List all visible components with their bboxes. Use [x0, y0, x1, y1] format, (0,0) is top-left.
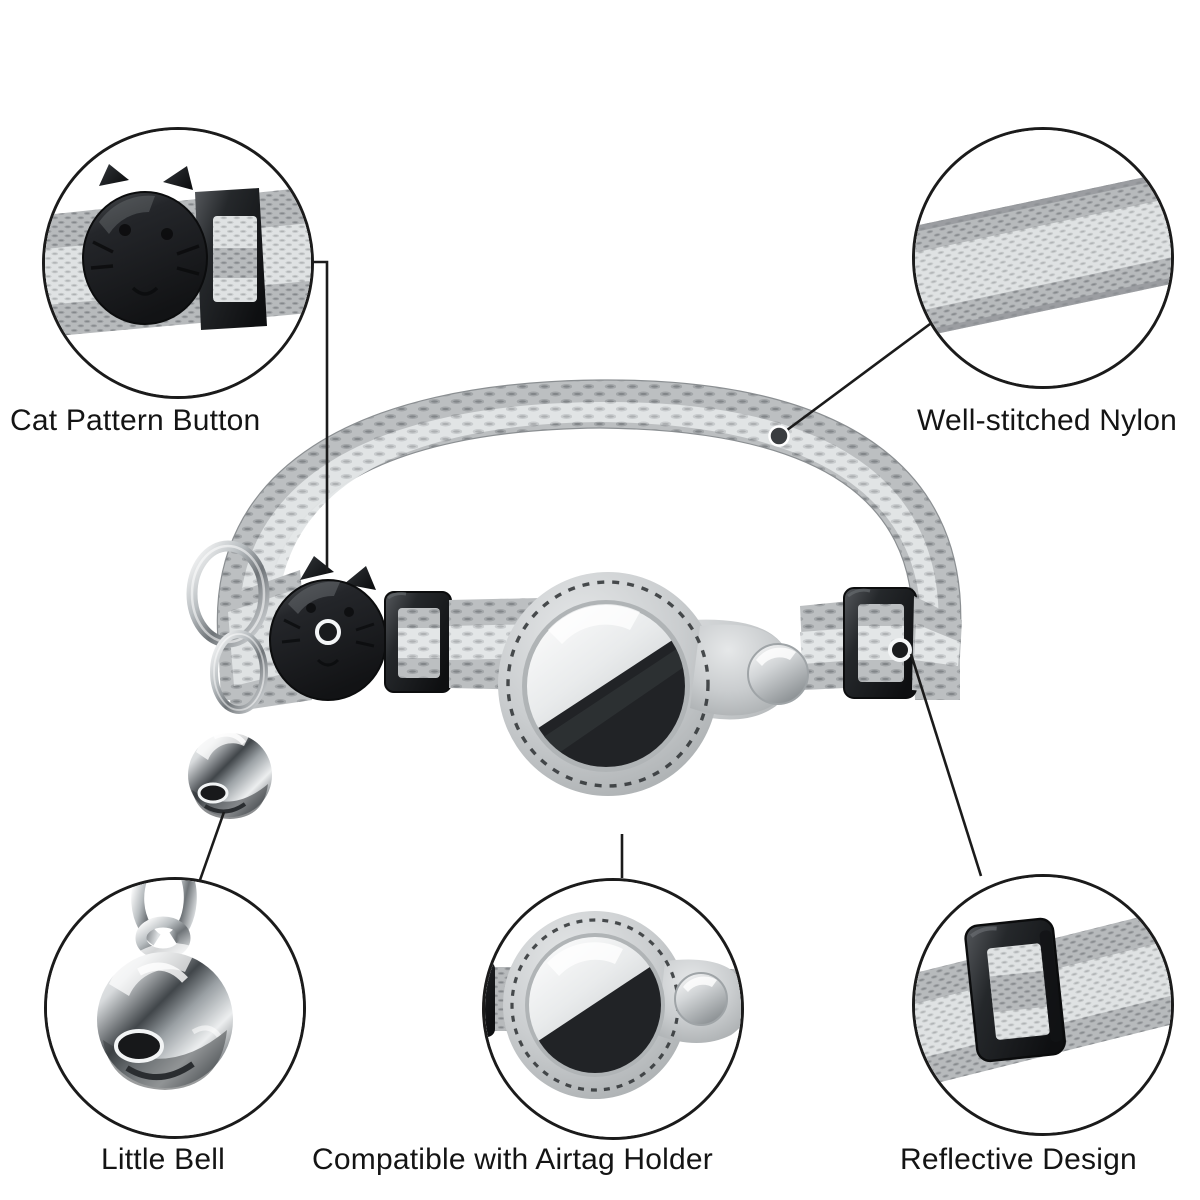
callout-circle-reflective-design — [912, 874, 1174, 1136]
collar-strap — [216, 379, 962, 700]
leader-line-reflective-design — [909, 653, 983, 877]
callout-circle-well-stitched-nylon — [912, 127, 1174, 389]
cat-pattern-button — [269, 556, 387, 701]
left-slider-buckle — [384, 591, 452, 693]
collar-webbing-mid — [449, 598, 540, 690]
collar-strap-right-tail — [912, 596, 962, 694]
right-slider-buckle — [843, 587, 917, 699]
callout-circle-airtag-holder — [482, 878, 744, 1140]
airtag-holder — [498, 572, 809, 796]
little-bell — [188, 726, 272, 819]
callout-label-reflective-design: Reflective Design — [900, 1143, 1137, 1176]
leader-line-little-bell — [198, 811, 226, 881]
collar-strap-left-tail — [221, 570, 312, 712]
callout-label-cat-pattern-button: Cat Pattern Button — [10, 404, 261, 437]
leader-lines — [198, 260, 983, 881]
anchor-dot-well-stitched-nylon — [768, 425, 790, 447]
bell-split-ring — [210, 630, 268, 714]
leader-line-well-stitched-nylon — [778, 322, 931, 438]
callout-label-well-stitched-nylon: Well-stitched Nylon — [917, 404, 1178, 437]
d-ring — [186, 540, 270, 648]
callout-label-airtag-holder: Compatible with Airtag Holder — [312, 1143, 713, 1176]
collar-webbing-right — [800, 598, 886, 690]
callout-circle-little-bell — [44, 877, 306, 1139]
callout-circle-cat-pattern-button — [42, 127, 314, 399]
callout-label-little-bell: Little Bell — [101, 1143, 225, 1176]
